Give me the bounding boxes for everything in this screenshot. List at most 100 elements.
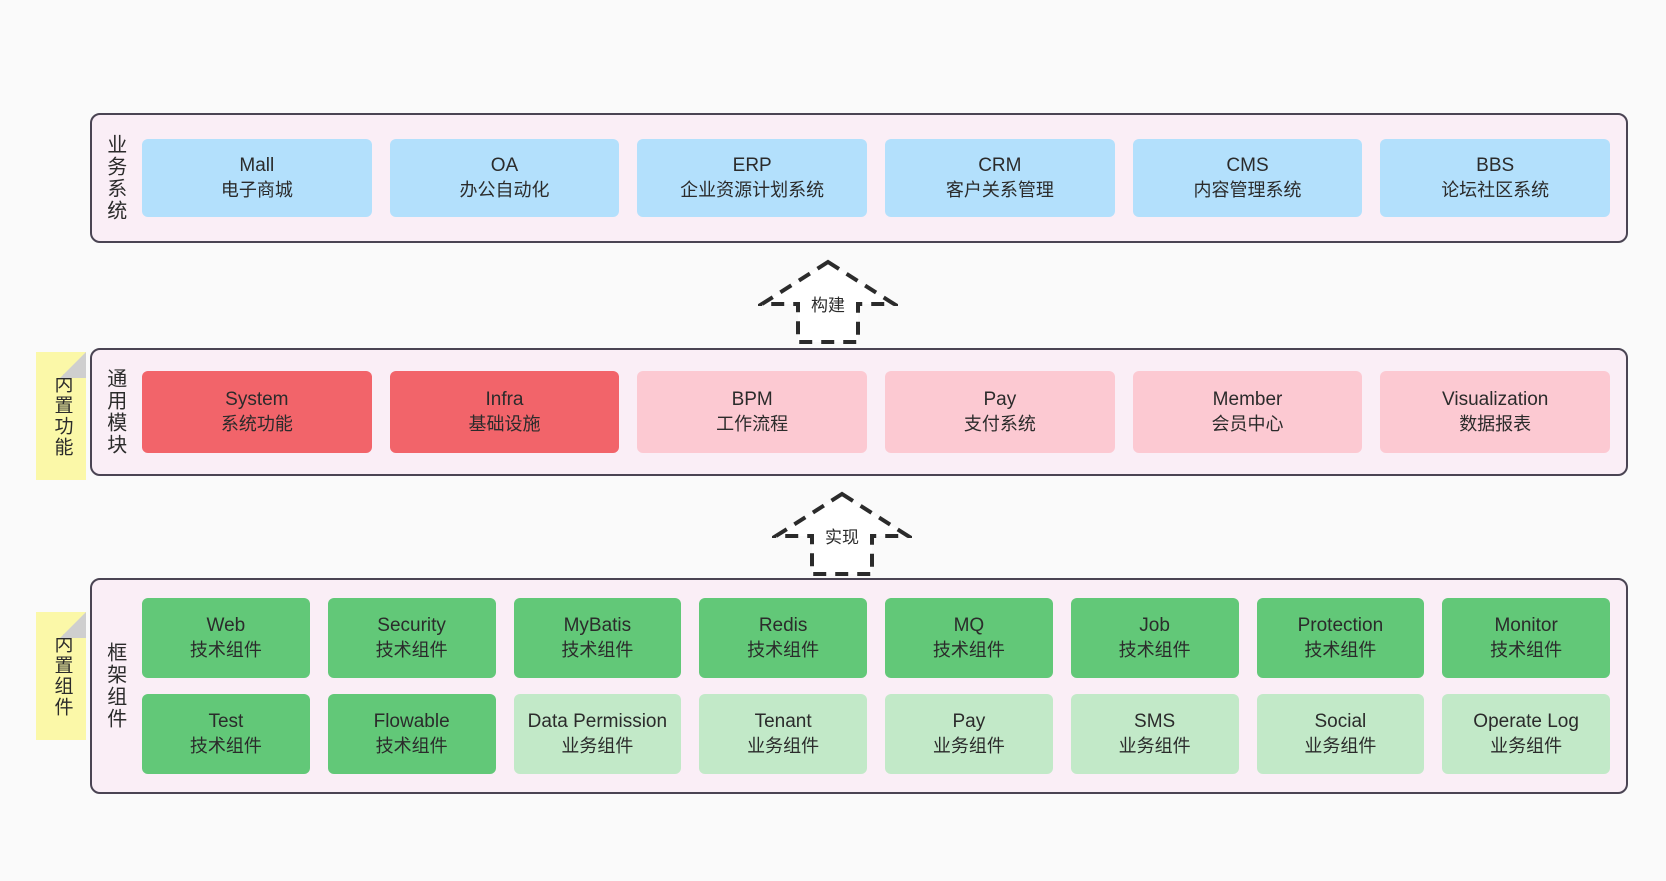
card-title: Protection xyxy=(1297,615,1384,637)
card-title: BBS xyxy=(1476,155,1515,177)
card-title: BPM xyxy=(731,389,773,411)
card-row: Web 技术组件 Security 技术组件 MyBatis 技术组件 Redi… xyxy=(142,598,1610,678)
card-row: Test 技术组件 Flowable 技术组件 Data Permission … xyxy=(142,694,1610,774)
card-subtitle: 业务组件 xyxy=(561,735,634,756)
card-title: MyBatis xyxy=(563,615,632,637)
card-subtitle: 技术组件 xyxy=(1304,639,1377,660)
card-title: System xyxy=(225,389,289,411)
card-subtitle: 技术组件 xyxy=(375,639,448,660)
layer-body-business-systems: Mall 电子商城 OA 办公自动化 ERP 企业资源计划系统 CRM 客户关系… xyxy=(136,115,1626,241)
card-title: Flowable xyxy=(373,711,450,733)
card-subtitle: 论坛社区系统 xyxy=(1441,179,1550,200)
layer-business-systems: 业务系统 Mall 电子商城 OA 办公自动化 ERP 企业资源计划系统 CRM… xyxy=(90,113,1628,243)
card-subtitle: 技术组件 xyxy=(747,639,820,660)
card-title: Data Permission xyxy=(527,711,668,733)
module-card-mall[interactable]: Mall 电子商城 xyxy=(142,139,372,217)
card-title: Pay xyxy=(952,711,986,733)
card-subtitle: 办公自动化 xyxy=(459,179,550,200)
note-builtin-components: 内置组件 xyxy=(36,612,86,740)
module-card-pay-business[interactable]: Pay 业务组件 xyxy=(885,694,1053,774)
card-row: System 系统功能 Infra 基础设施 BPM 工作流程 Pay 支付系统… xyxy=(142,371,1611,453)
module-card-protection[interactable]: Protection 技术组件 xyxy=(1256,598,1425,678)
module-card-data-permission[interactable]: Data Permission 业务组件 xyxy=(513,694,682,774)
module-card-web[interactable]: Web 技术组件 xyxy=(142,598,310,678)
card-subtitle: 业务组件 xyxy=(1118,735,1191,756)
card-title: Infra xyxy=(485,389,524,411)
card-subtitle: 电子商城 xyxy=(220,179,293,200)
card-title: CMS xyxy=(1226,155,1269,177)
module-card-monitor[interactable]: Monitor 技术组件 xyxy=(1442,598,1610,678)
card-title: Tenant xyxy=(754,711,812,733)
card-subtitle: 技术组件 xyxy=(375,735,448,756)
card-subtitle: 技术组件 xyxy=(189,639,262,660)
module-card-security[interactable]: Security 技术组件 xyxy=(327,598,496,678)
card-subtitle: 技术组件 xyxy=(1490,639,1563,660)
module-card-social[interactable]: Social 业务组件 xyxy=(1256,694,1425,774)
card-subtitle: 业务组件 xyxy=(932,735,1005,756)
module-card-pay[interactable]: Pay 支付系统 xyxy=(885,371,1115,453)
module-card-bbs[interactable]: BBS 论坛社区系统 xyxy=(1380,139,1611,217)
card-subtitle: 数据报表 xyxy=(1459,413,1532,434)
module-card-system[interactable]: System 系统功能 xyxy=(142,371,372,453)
card-title: CRM xyxy=(978,155,1022,177)
card-title: Job xyxy=(1139,615,1170,637)
layer-title-business-systems: 业务系统 xyxy=(103,134,126,222)
card-subtitle: 技术组件 xyxy=(1118,639,1191,660)
card-title: Monitor xyxy=(1494,615,1558,637)
arrow-build-shape xyxy=(758,259,898,344)
card-subtitle: 支付系统 xyxy=(963,413,1036,434)
card-title: MQ xyxy=(953,615,985,637)
module-card-redis[interactable]: Redis 技术组件 xyxy=(699,598,867,678)
module-card-crm[interactable]: CRM 客户关系管理 xyxy=(885,139,1115,217)
card-row: Mall 电子商城 OA 办公自动化 ERP 企业资源计划系统 CRM 客户关系… xyxy=(142,139,1611,217)
module-card-test[interactable]: Test 技术组件 xyxy=(142,694,310,774)
module-card-job[interactable]: Job 技术组件 xyxy=(1070,598,1239,678)
card-subtitle: 工作流程 xyxy=(716,413,789,434)
card-subtitle: 客户关系管理 xyxy=(945,179,1054,200)
module-card-infra[interactable]: Infra 基础设施 xyxy=(389,371,620,453)
layer-title-framework-components: 框架组件 xyxy=(103,642,126,730)
card-subtitle: 业务组件 xyxy=(1490,735,1563,756)
card-title: Web xyxy=(206,615,246,637)
card-subtitle: 基础设施 xyxy=(468,413,541,434)
card-subtitle: 业务组件 xyxy=(747,735,820,756)
card-subtitle: 业务组件 xyxy=(1304,735,1377,756)
card-title: ERP xyxy=(732,155,772,177)
arrow-implement-label: 实现 xyxy=(825,528,859,547)
card-title: OA xyxy=(490,155,519,177)
card-subtitle: 内容管理系统 xyxy=(1193,179,1302,200)
card-title: Mall xyxy=(239,155,275,177)
module-card-bpm[interactable]: BPM 工作流程 xyxy=(637,371,868,453)
module-card-flowable[interactable]: Flowable 技术组件 xyxy=(327,694,496,774)
module-card-erp[interactable]: ERP 企业资源计划系统 xyxy=(637,139,868,217)
module-card-operate-log[interactable]: Operate Log 业务组件 xyxy=(1442,694,1610,774)
arrow-implement-shape xyxy=(772,491,912,576)
card-title: Test xyxy=(208,711,244,733)
card-title: Operate Log xyxy=(1473,711,1579,733)
arrow-build-label: 构建 xyxy=(811,296,845,315)
layer-body-framework-components: Web 技术组件 Security 技术组件 MyBatis 技术组件 Redi… xyxy=(136,580,1626,792)
card-title: Redis xyxy=(758,615,808,637)
module-card-member[interactable]: Member 会员中心 xyxy=(1132,371,1363,453)
module-card-mybatis[interactable]: MyBatis 技术组件 xyxy=(513,598,682,678)
module-card-mq[interactable]: MQ 技术组件 xyxy=(885,598,1053,678)
card-title: Member xyxy=(1212,389,1283,411)
card-title: Pay xyxy=(983,389,1017,411)
module-card-cms[interactable]: CMS 内容管理系统 xyxy=(1132,139,1363,217)
module-card-oa[interactable]: OA 办公自动化 xyxy=(389,139,620,217)
module-card-sms[interactable]: SMS 业务组件 xyxy=(1070,694,1239,774)
note-label: 内置组件 xyxy=(51,634,73,718)
card-subtitle: 技术组件 xyxy=(189,735,262,756)
layer-common-modules: 通用模块 System 系统功能 Infra 基础设施 BPM 工作流程 Pay… xyxy=(90,348,1628,476)
card-subtitle: 企业资源计划系统 xyxy=(680,179,825,200)
card-title: SMS xyxy=(1134,711,1176,733)
card-subtitle: 会员中心 xyxy=(1211,413,1284,434)
layer-title-common-modules: 通用模块 xyxy=(103,368,126,456)
note-label: 内置功能 xyxy=(51,374,73,458)
arrow-implement: 实现 xyxy=(772,490,912,578)
module-card-visualization[interactable]: Visualization 数据报表 xyxy=(1380,371,1611,453)
card-title: Security xyxy=(377,615,446,637)
card-subtitle: 技术组件 xyxy=(561,639,634,660)
module-card-tenant[interactable]: Tenant 业务组件 xyxy=(699,694,867,774)
layer-body-common-modules: System 系统功能 Infra 基础设施 BPM 工作流程 Pay 支付系统… xyxy=(136,350,1626,474)
